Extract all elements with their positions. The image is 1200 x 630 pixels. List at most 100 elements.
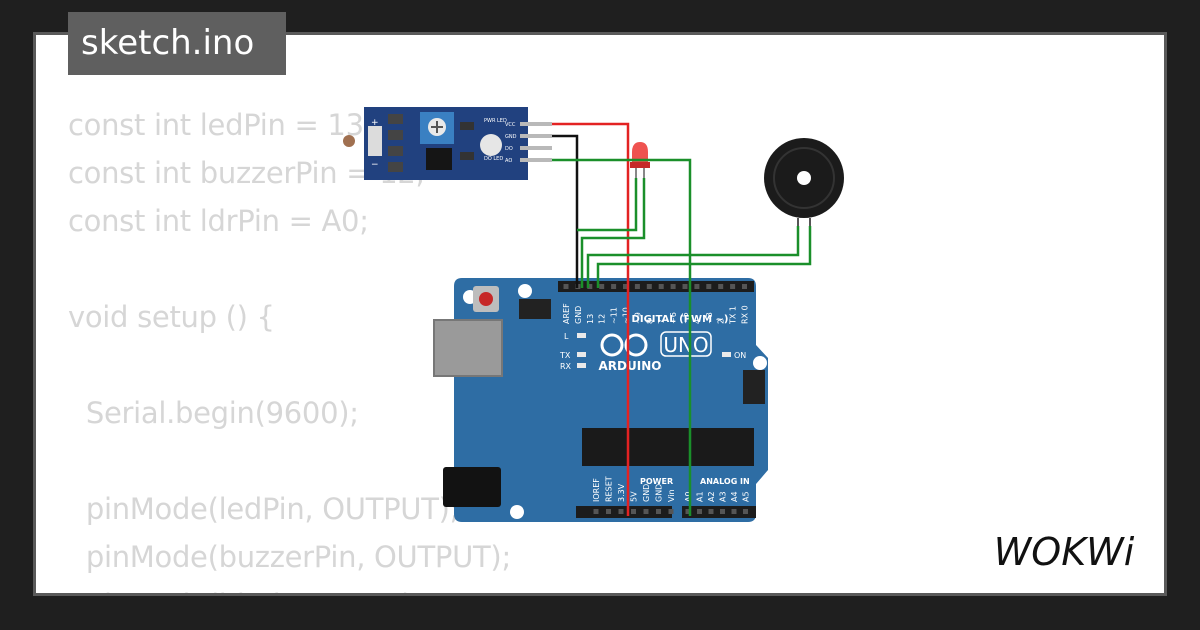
wire-ao-green — [552, 158, 692, 516]
pin-hole[interactable] — [646, 284, 652, 289]
module-pin-do[interactable] — [520, 146, 552, 150]
icsp-header-right — [743, 370, 765, 404]
pin-hole[interactable] — [563, 284, 569, 289]
pin-hole[interactable] — [706, 284, 712, 289]
file-tab[interactable]: sketch.ino — [68, 12, 286, 75]
pin-hole[interactable] — [682, 284, 688, 289]
pin-hole[interactable] — [708, 509, 714, 514]
pin-label: AREF — [562, 303, 571, 324]
power-jack — [443, 467, 501, 507]
svg-text:−: − — [371, 160, 379, 170]
red-led[interactable] — [630, 142, 650, 178]
pin-hole[interactable] — [730, 284, 736, 289]
wire-led-cathode — [577, 178, 638, 232]
pin-hole[interactable] — [634, 284, 640, 289]
pin-label: 8 — [645, 319, 654, 324]
code-line: pinMode(ldrPin, INPUT); — [68, 581, 511, 593]
pin-hole[interactable] — [658, 284, 664, 289]
svg-text:WOKWi: WOKWi — [994, 530, 1135, 574]
pin-hole[interactable] — [606, 509, 611, 514]
code-line: void setup () { — [68, 300, 275, 334]
arduino-model: UNO — [663, 333, 708, 357]
module-pin-vcc[interactable] — [520, 122, 552, 126]
pin-hole[interactable] — [720, 509, 725, 514]
module-pin-ao[interactable] — [520, 158, 552, 162]
pin-hole[interactable] — [599, 284, 605, 289]
pin-hole[interactable] — [656, 509, 661, 514]
code-line: pinMode(buzzerPin, OUTPUT); — [68, 540, 511, 574]
digital-header[interactable] — [558, 281, 754, 292]
arduino-brand: ARDUINO — [599, 359, 662, 373]
svg-text:AO: AO — [505, 158, 512, 164]
pin-label: 5V — [630, 491, 639, 502]
icsp-header — [519, 299, 551, 319]
pin-label: A0 — [684, 491, 693, 502]
analog-label: ANALOG IN — [700, 477, 750, 486]
pin-hole[interactable] — [685, 509, 691, 514]
photoresistor — [343, 135, 355, 147]
pin-label: A1 — [696, 491, 705, 502]
pin-label: A2 — [707, 491, 716, 502]
pin-hole[interactable] — [718, 284, 724, 289]
wokwi-logo[interactable]: WOKWi — [978, 527, 1150, 577]
indicator-on: ON — [734, 351, 746, 360]
pin-hole[interactable] — [623, 284, 628, 289]
pin-hole[interactable] — [611, 284, 617, 289]
pin-hole[interactable] — [743, 509, 748, 514]
ldr-socket — [368, 126, 382, 156]
code-line: const int ldrPin = A0; — [68, 204, 369, 238]
pin-hole[interactable] — [731, 509, 737, 514]
pin-label: ~5 — [681, 312, 690, 324]
indicator-rx: RX — [560, 362, 572, 371]
wire-buzzer-1 — [586, 226, 800, 288]
pin-hole[interactable] — [631, 509, 636, 514]
buzzer[interactable] — [764, 138, 844, 226]
code-line: Serial.begin(9600); — [68, 396, 359, 430]
pin-label: 3.3V — [617, 483, 626, 502]
arduino-logo: UNO — [600, 331, 712, 357]
pin-label: 12 — [598, 314, 607, 324]
pin-label: ~3 — [705, 312, 714, 324]
wire-gnd-black — [552, 134, 579, 288]
svg-text:GND: GND — [505, 134, 517, 140]
svg-text:DO LED: DO LED — [484, 156, 503, 162]
pin-label: 7 — [657, 319, 666, 324]
pin-label: A3 — [719, 491, 728, 502]
atmega-chip — [582, 428, 754, 466]
pin-label: 2 — [717, 319, 726, 324]
pin-hole[interactable] — [697, 509, 702, 514]
digital-label: DIGITAL (PWM ~) — [632, 314, 729, 325]
pin-hole[interactable] — [668, 509, 674, 514]
pin-label: RESET — [605, 476, 614, 502]
pin-label: TX 1 — [729, 306, 738, 325]
pin-hole[interactable] — [742, 284, 747, 289]
pin-hole[interactable] — [587, 284, 593, 289]
file-tab-label: sketch.ino — [81, 23, 255, 63]
pin-label: A5 — [742, 491, 751, 502]
pin-label: ~11 — [610, 307, 619, 324]
pin-label: ~6 — [669, 312, 678, 324]
pin-hole[interactable] — [670, 284, 676, 289]
pin-label: GND — [655, 484, 664, 502]
pin-hole[interactable] — [694, 284, 700, 289]
ldr-module[interactable]: + − PWR LED DO LED VCC GND DO AO — [343, 107, 552, 180]
indicator-l: L — [564, 332, 569, 341]
mounting-hole — [753, 356, 767, 370]
indicator-tx: TX — [559, 351, 571, 360]
pin-label: ~9 — [633, 312, 642, 324]
pin-hole[interactable] — [643, 509, 649, 514]
status-led — [480, 134, 502, 156]
wire-buzzer-2 — [596, 226, 812, 288]
code-editor[interactable]: const int ledPin = 13;const int buzzerPi… — [68, 101, 511, 593]
svg-text:PWR LED: PWR LED — [484, 118, 507, 124]
pin-label: Vin — [667, 489, 676, 502]
module-pin-gnd[interactable] — [520, 134, 552, 138]
wire-vcc-red — [552, 122, 630, 516]
pin-label: GND — [574, 306, 583, 324]
svg-text:+: + — [371, 118, 379, 128]
svg-text:DO: DO — [505, 146, 513, 152]
pin-hole[interactable] — [618, 509, 624, 514]
arduino-board[interactable]: DIGITAL (PWM ~) ARDUINO UNO POWER ANALOG… — [433, 278, 768, 522]
pin-hole[interactable] — [593, 509, 599, 514]
